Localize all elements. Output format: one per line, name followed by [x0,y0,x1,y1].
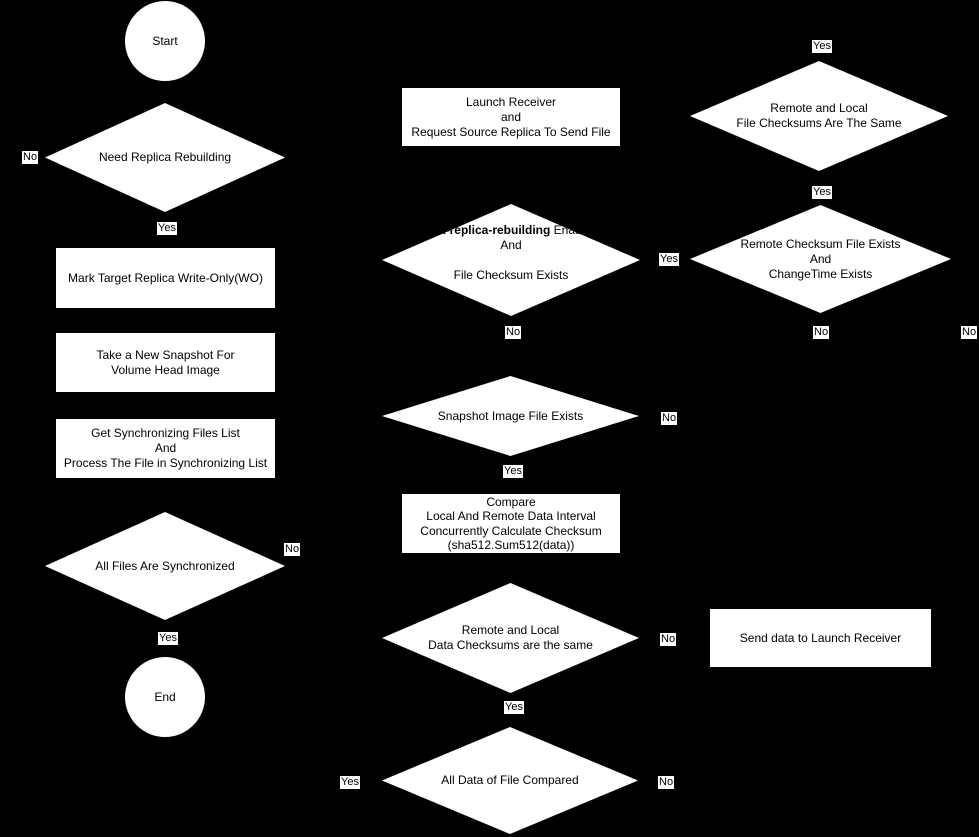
node-label: Remote and Local File Checksums Are The … [736,101,902,130]
node-label-part: Enabled [550,222,598,237]
node-label: fast-replica-rebuilding Enabled And File… [382,223,640,298]
node-label: Compare Local And Remote Data Interval C… [420,494,602,553]
process-take-snapshot: Take a New Snapshot For Volume Head Imag… [56,333,275,392]
node-label: Mark Target Replica Write-Only(WO) [68,270,263,285]
decision-snapshot-image-exists: Snapshot Image File Exists [382,376,639,456]
decision-fast-replica-rebuilding: fast-replica-rebuilding Enabled And File… [382,204,640,316]
decision-file-checksums-same: Remote and Local File Checksums Are The … [690,61,948,171]
process-get-sync-files: Get Synchronizing Files List And Process… [56,419,275,478]
node-label: End [154,689,176,704]
decision-need-replica-rebuilding: Need Replica Rebuilding [45,103,285,212]
node-label-bold-part: fast-replica-rebuilding [424,222,551,237]
edge-label-snapshot-yes: Yes [503,465,523,478]
node-label: All Files Are Synchronized [95,558,235,573]
decision-remote-checksum-exists: Remote Checksum File Exists And ChangeTi… [690,205,951,313]
edge-label-file-checksums-yes-top: Yes [812,40,832,53]
edge-label-fast-replica-yes: Yes [659,253,679,266]
edge-label-all-data-no: No [658,776,675,789]
decision-data-checksums-same: Remote and Local Data Checksums are the … [382,583,639,693]
edge-label-all-files-yes: Yes [158,632,178,645]
node-label: Need Replica Rebuilding [98,150,232,164]
flowchart-node-end: End [125,657,205,737]
flowchart-node-start: Start [125,1,205,81]
node-label-line: And [500,237,522,252]
node-label: Snapshot Image File Exists [437,408,584,423]
decision-all-files-synchronized: All Files Are Synchronized [45,512,285,620]
decision-all-data-compared: All Data of File Compared [382,727,638,834]
edge-label-data-checksums-no: No [660,633,677,646]
node-label: Start [152,33,178,48]
node-label: Get Synchronizing Files List And Process… [63,426,268,470]
edge-label-snapshot-no: No [661,412,678,425]
node-label: Launch Receiver and Request Source Repli… [411,94,611,139]
node-label-line: File Checksum Exists [453,267,569,282]
node-label: Remote Checksum File Exists And ChangeTi… [740,236,901,281]
edge-label-remote-checksum-no-right: No [961,326,978,339]
edge-label-all-data-yes: Yes [340,776,360,789]
process-send-data: Send data to Launch Receiver [710,609,931,667]
edge-label-all-files-no: No [284,543,301,556]
process-mark-target-replica: Mark Target Replica Write-Only(WO) [56,248,275,308]
edge-label-data-checksums-yes: Yes [504,701,524,714]
process-launch-receiver: Launch Receiver and Request Source Repli… [402,88,620,146]
edge-label-fast-replica-no: No [505,326,522,339]
node-label: All Data of File Compared [441,773,579,787]
edge-label-need-replica-no: No [22,151,39,164]
node-label: Send data to Launch Receiver [739,630,902,645]
process-compare-checksum: Compare Local And Remote Data Interval C… [402,494,620,553]
edge-label-need-replica-yes: Yes [157,222,177,235]
edge-label-file-checksums-yes: Yes [812,186,832,199]
node-label: Remote and Local Data Checksums are the … [428,623,593,652]
node-label: Take a New Snapshot For Volume Head Imag… [96,347,235,377]
edge-label-remote-checksum-no: No [813,326,830,339]
